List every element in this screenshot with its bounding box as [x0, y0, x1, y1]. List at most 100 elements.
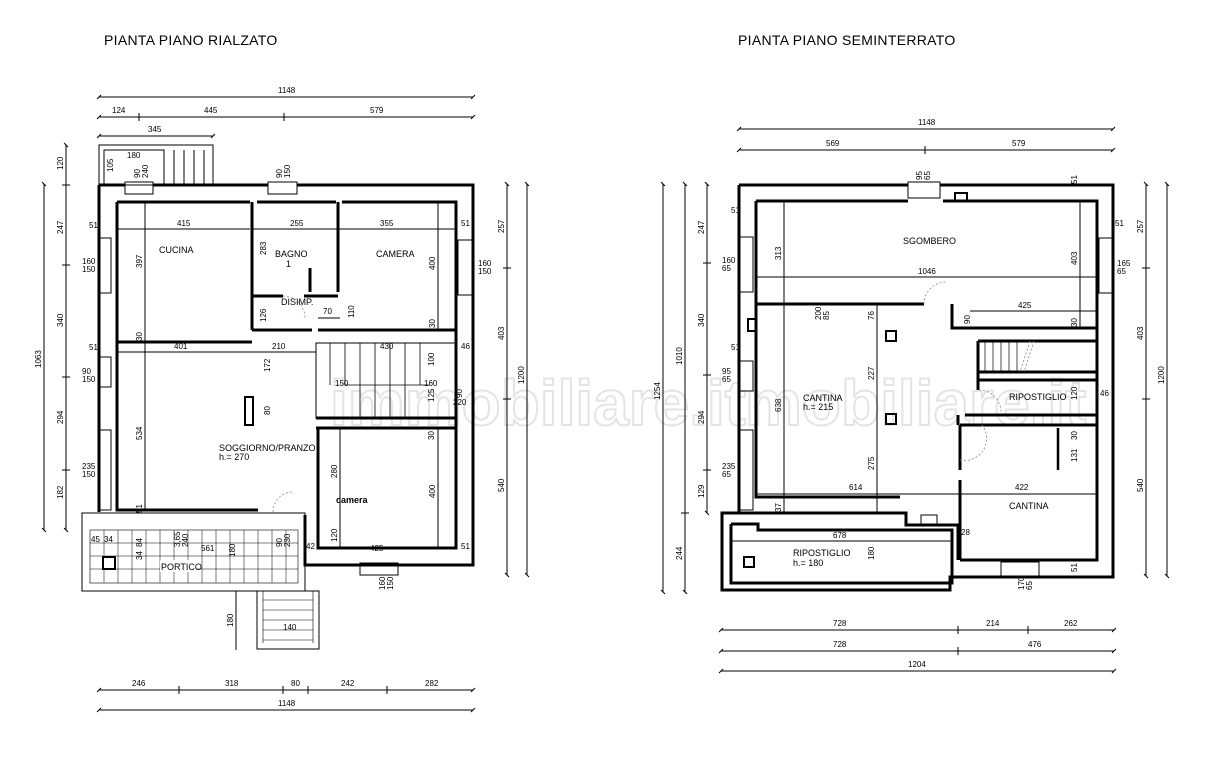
room-bagno: BAGNO [275, 249, 308, 259]
dim-s-403: 403 [1070, 251, 1079, 265]
win-s-right-h: 65 [1117, 267, 1126, 276]
dim-portico-365: 3,65 [173, 531, 182, 547]
dim-portico-180: 180 [228, 543, 237, 557]
room-sgombero: SGOMBERO [903, 236, 956, 246]
win-cucina-h: 150 [82, 265, 96, 274]
dim-door-85: 85 [822, 311, 831, 320]
dim-bagno-width: 255 [290, 219, 304, 228]
dim-90: 90 [455, 389, 464, 398]
dim-37: 37 [774, 503, 783, 512]
dim-s-120: 120 [1070, 386, 1079, 400]
dim-stair-430: 430 [380, 342, 394, 351]
dim-s-bottom-262: 262 [1064, 619, 1078, 628]
room-camera-2: camera [336, 495, 369, 505]
win-sogg2-h: 150 [82, 470, 96, 479]
dim-wall-51-e: 51 [461, 542, 470, 551]
title-piano-rialzato: PIANTA PIANO RIALZATO [104, 32, 278, 48]
dim-left-340: 340 [56, 313, 65, 327]
dim-30-b: 30 [428, 319, 437, 328]
win-sogg1-h: 150 [82, 375, 96, 384]
dim-s-right-403: 403 [1136, 326, 1145, 340]
dim-portico-84: 84 [135, 538, 144, 547]
dim-left-total: 1063 [34, 350, 43, 368]
dim-s-90: 90 [963, 315, 972, 324]
room-disimpegno: DISIMP. [281, 297, 313, 307]
dim-portico-240: 240 [181, 533, 190, 547]
dim-bottom-80: 80 [291, 679, 300, 688]
dim-227: 227 [867, 366, 876, 380]
plan-rialzato: 1148 124 445 579 345 180 105 [34, 86, 530, 713]
win-s-left2-w: 95 [722, 367, 731, 376]
dim-s-right-257: 257 [1136, 219, 1145, 233]
dim-s-left-129: 129 [697, 484, 706, 498]
dim-bottom-282: 282 [425, 679, 439, 688]
dim-portico-561: 561 [201, 544, 215, 553]
dim-422: 422 [1015, 483, 1029, 492]
dim-disimp-height: 126 [259, 308, 268, 322]
dim-110: 110 [347, 305, 356, 318]
dim-125: 125 [427, 388, 436, 402]
win-camera2-h: 150 [386, 576, 395, 590]
watermark-right: mobiliare.it [745, 367, 1086, 439]
dim-s-bottom-214: 214 [986, 619, 1000, 628]
dim-top-total-s: 1148 [918, 118, 936, 127]
dim-bagno-height: 283 [259, 241, 268, 255]
dim-right-540: 540 [497, 478, 506, 492]
dim-30-c: 30 [427, 431, 436, 440]
dim-28: 28 [961, 528, 970, 537]
win-portico-h: 230 [283, 533, 292, 547]
dim-614: 614 [849, 483, 863, 492]
dim-top-569: 569 [826, 139, 840, 148]
dim-cucina-height: 397 [135, 254, 144, 268]
win-sogg2-w: 235 [82, 462, 96, 471]
dim-wall-51-d: 51 [135, 504, 144, 513]
room-ripostiglio-2-height: h.= 180 [793, 558, 823, 568]
dim-top-total: 1148 [278, 86, 296, 95]
win-top1-h: 240 [141, 164, 150, 178]
dim-right-403: 403 [497, 326, 506, 340]
dim-left-247: 247 [56, 220, 65, 234]
dim-right-total: 1200 [517, 366, 526, 384]
title-piano-seminterrato: PIANTA PIANO SEMINTERRATO [738, 32, 956, 48]
dim-s-bottom-728a: 728 [833, 619, 847, 628]
dim-soggiorno-width: 401 [174, 342, 188, 351]
dim-s-right-540: 540 [1136, 478, 1145, 492]
win-top2-w: 90 [275, 169, 284, 178]
dim-s-left-294: 294 [697, 410, 706, 424]
room-cantina-1: CANTINA [803, 393, 843, 403]
dim-s-bottom-total: 1204 [908, 660, 926, 669]
dim-638: 638 [774, 398, 783, 412]
dim-80: 80 [263, 406, 272, 415]
dim-s-left-total: 1254 [653, 382, 662, 400]
win-s-left2-h: 65 [722, 375, 731, 384]
dim-top-seg1: 124 [112, 106, 126, 115]
room-ripostiglio-1: RIPOSTIGLIO [1009, 392, 1067, 402]
dim-172: 172 [263, 358, 272, 372]
win-s-left3-h: 65 [722, 470, 731, 479]
win-s-left1-w: 160 [722, 256, 736, 265]
dim-steps-180: 180 [226, 613, 235, 627]
dim-30: 30 [135, 332, 144, 341]
win-top1-w: 90 [133, 169, 142, 178]
dim-s-51b: 51 [1070, 175, 1079, 184]
win-camera-h: 150 [478, 267, 492, 276]
dim-stair-105: 105 [106, 158, 115, 172]
dim-s-46: 46 [1100, 389, 1109, 398]
win-cucina-w: 160 [82, 257, 96, 266]
win-s-right-w: 165 [1117, 259, 1131, 268]
dim-76: 76 [867, 311, 876, 320]
win-camera2-w: 160 [378, 576, 387, 590]
dim-left-182: 182 [56, 485, 65, 499]
dim-s-51d: 51 [731, 343, 740, 352]
dim-s-right-total: 1200 [1157, 366, 1166, 384]
dim-s-51c: 51 [1115, 219, 1124, 228]
win-s-top-h: 65 [923, 171, 932, 180]
dim-678: 678 [833, 531, 847, 540]
room-ripostiglio-2: RIPOSTIGLIO [793, 548, 851, 558]
dim-wall-51-right: 51 [461, 219, 470, 228]
dim-camera2-height: 400 [428, 484, 437, 498]
dim-top-seg2: 445 [204, 106, 218, 115]
dim-top-stair: 345 [148, 125, 162, 134]
dim-s-left-1010: 1010 [675, 347, 684, 365]
